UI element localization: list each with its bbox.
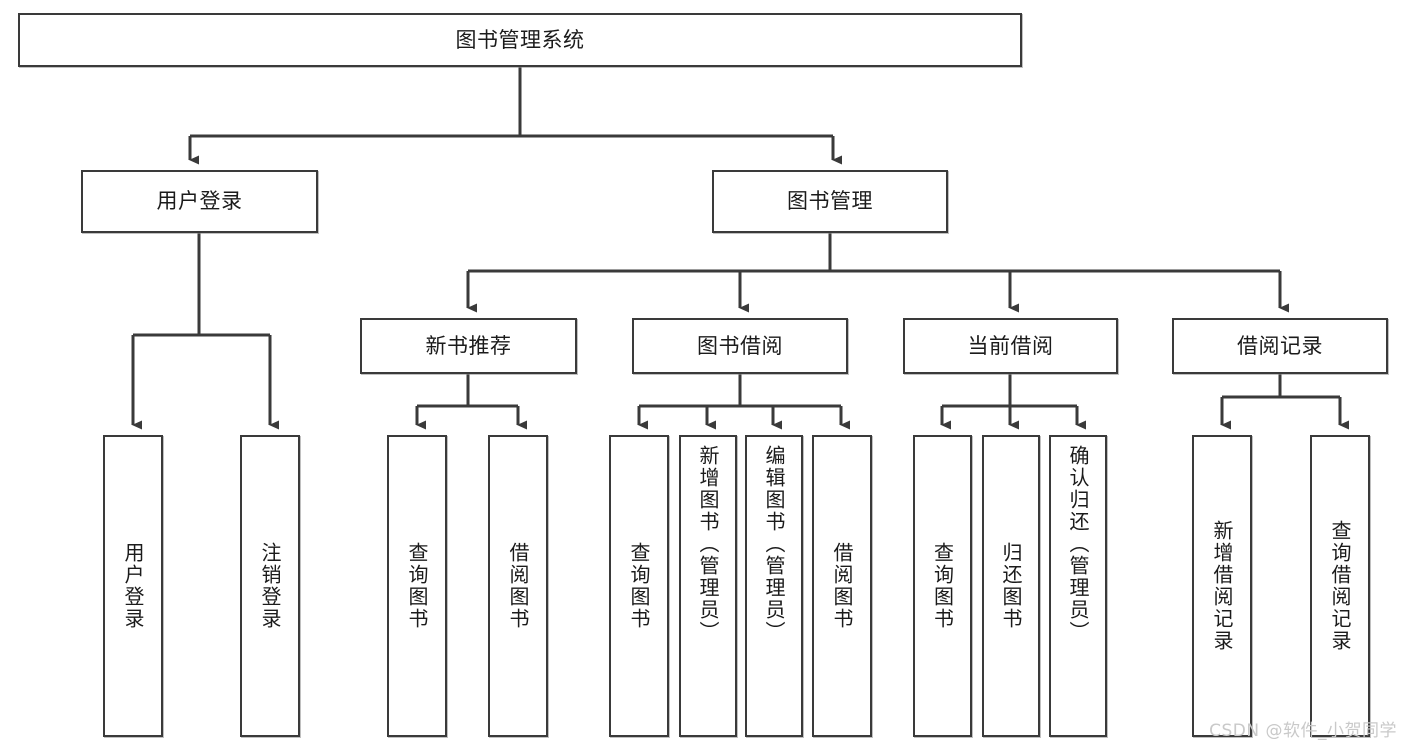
node-leaf-query-book-3-label: 查询图书	[930, 542, 955, 630]
node-book-manage-label: 图书管理	[787, 189, 873, 214]
node-book-borrow-label: 图书借阅	[697, 333, 783, 358]
node-leaf-return-book[interactable]: 归还图书	[982, 435, 1040, 737]
node-leaf-borrow-book-2[interactable]: 借阅图书	[812, 435, 872, 737]
node-leaf-confirm-return[interactable]: 确认归还（管理员）	[1049, 435, 1107, 737]
node-root-label: 图书管理系统	[455, 27, 585, 52]
node-leaf-add-record[interactable]: 新增借阅记录	[1192, 435, 1252, 737]
node-leaf-borrow-book-1[interactable]: 借阅图书	[488, 435, 548, 737]
node-leaf-query-record[interactable]: 查询借阅记录	[1310, 435, 1370, 737]
node-leaf-user-login[interactable]: 用户登录	[103, 435, 163, 737]
node-leaf-query-book-1-label: 查询图书	[405, 542, 429, 630]
node-current-borrow-label: 当前借阅	[967, 333, 1054, 358]
node-leaf-edit-book-label: 编辑图书（管理员）	[762, 445, 786, 643]
node-book-borrow[interactable]: 图书借阅	[632, 318, 848, 374]
csdn-watermark: CSDN @软件_小贺同学	[1209, 721, 1397, 741]
node-book-manage[interactable]: 图书管理	[712, 170, 948, 233]
node-leaf-add-book-label: 新增图书（管理员）	[696, 445, 720, 643]
node-leaf-add-book[interactable]: 新增图书（管理员）	[679, 435, 737, 737]
node-leaf-confirm-return-label: 确认归还（管理员）	[1066, 445, 1090, 643]
node-user-login[interactable]: 用户登录	[81, 170, 318, 233]
node-user-login-label: 用户登录	[156, 189, 243, 214]
node-leaf-query-book-2-label: 查询图书	[627, 542, 651, 630]
node-leaf-borrow-book-1-label: 借阅图书	[506, 542, 530, 630]
node-leaf-query-book-2[interactable]: 查询图书	[609, 435, 669, 737]
node-leaf-logout[interactable]: 注销登录	[240, 435, 300, 737]
node-leaf-user-login-label: 用户登录	[121, 542, 145, 630]
node-current-borrow[interactable]: 当前借阅	[903, 318, 1118, 374]
node-new-book-recommend-label: 新书推荐	[425, 333, 512, 358]
node-borrow-record[interactable]: 借阅记录	[1172, 318, 1388, 374]
node-leaf-add-record-label: 新增借阅记录	[1210, 520, 1234, 652]
node-leaf-query-book-3[interactable]: 查询图书	[913, 435, 972, 737]
node-leaf-edit-book[interactable]: 编辑图书（管理员）	[745, 435, 803, 737]
node-root[interactable]: 图书管理系统	[18, 13, 1022, 67]
node-leaf-query-book-1[interactable]: 查询图书	[387, 435, 447, 737]
node-new-book-recommend[interactable]: 新书推荐	[360, 318, 577, 374]
node-leaf-return-book-label: 归还图书	[999, 542, 1023, 630]
node-leaf-logout-label: 注销登录	[258, 542, 282, 630]
node-leaf-borrow-book-2-label: 借阅图书	[830, 542, 854, 630]
node-borrow-record-label: 借阅记录	[1237, 333, 1323, 358]
node-leaf-query-record-label: 查询借阅记录	[1328, 520, 1352, 652]
